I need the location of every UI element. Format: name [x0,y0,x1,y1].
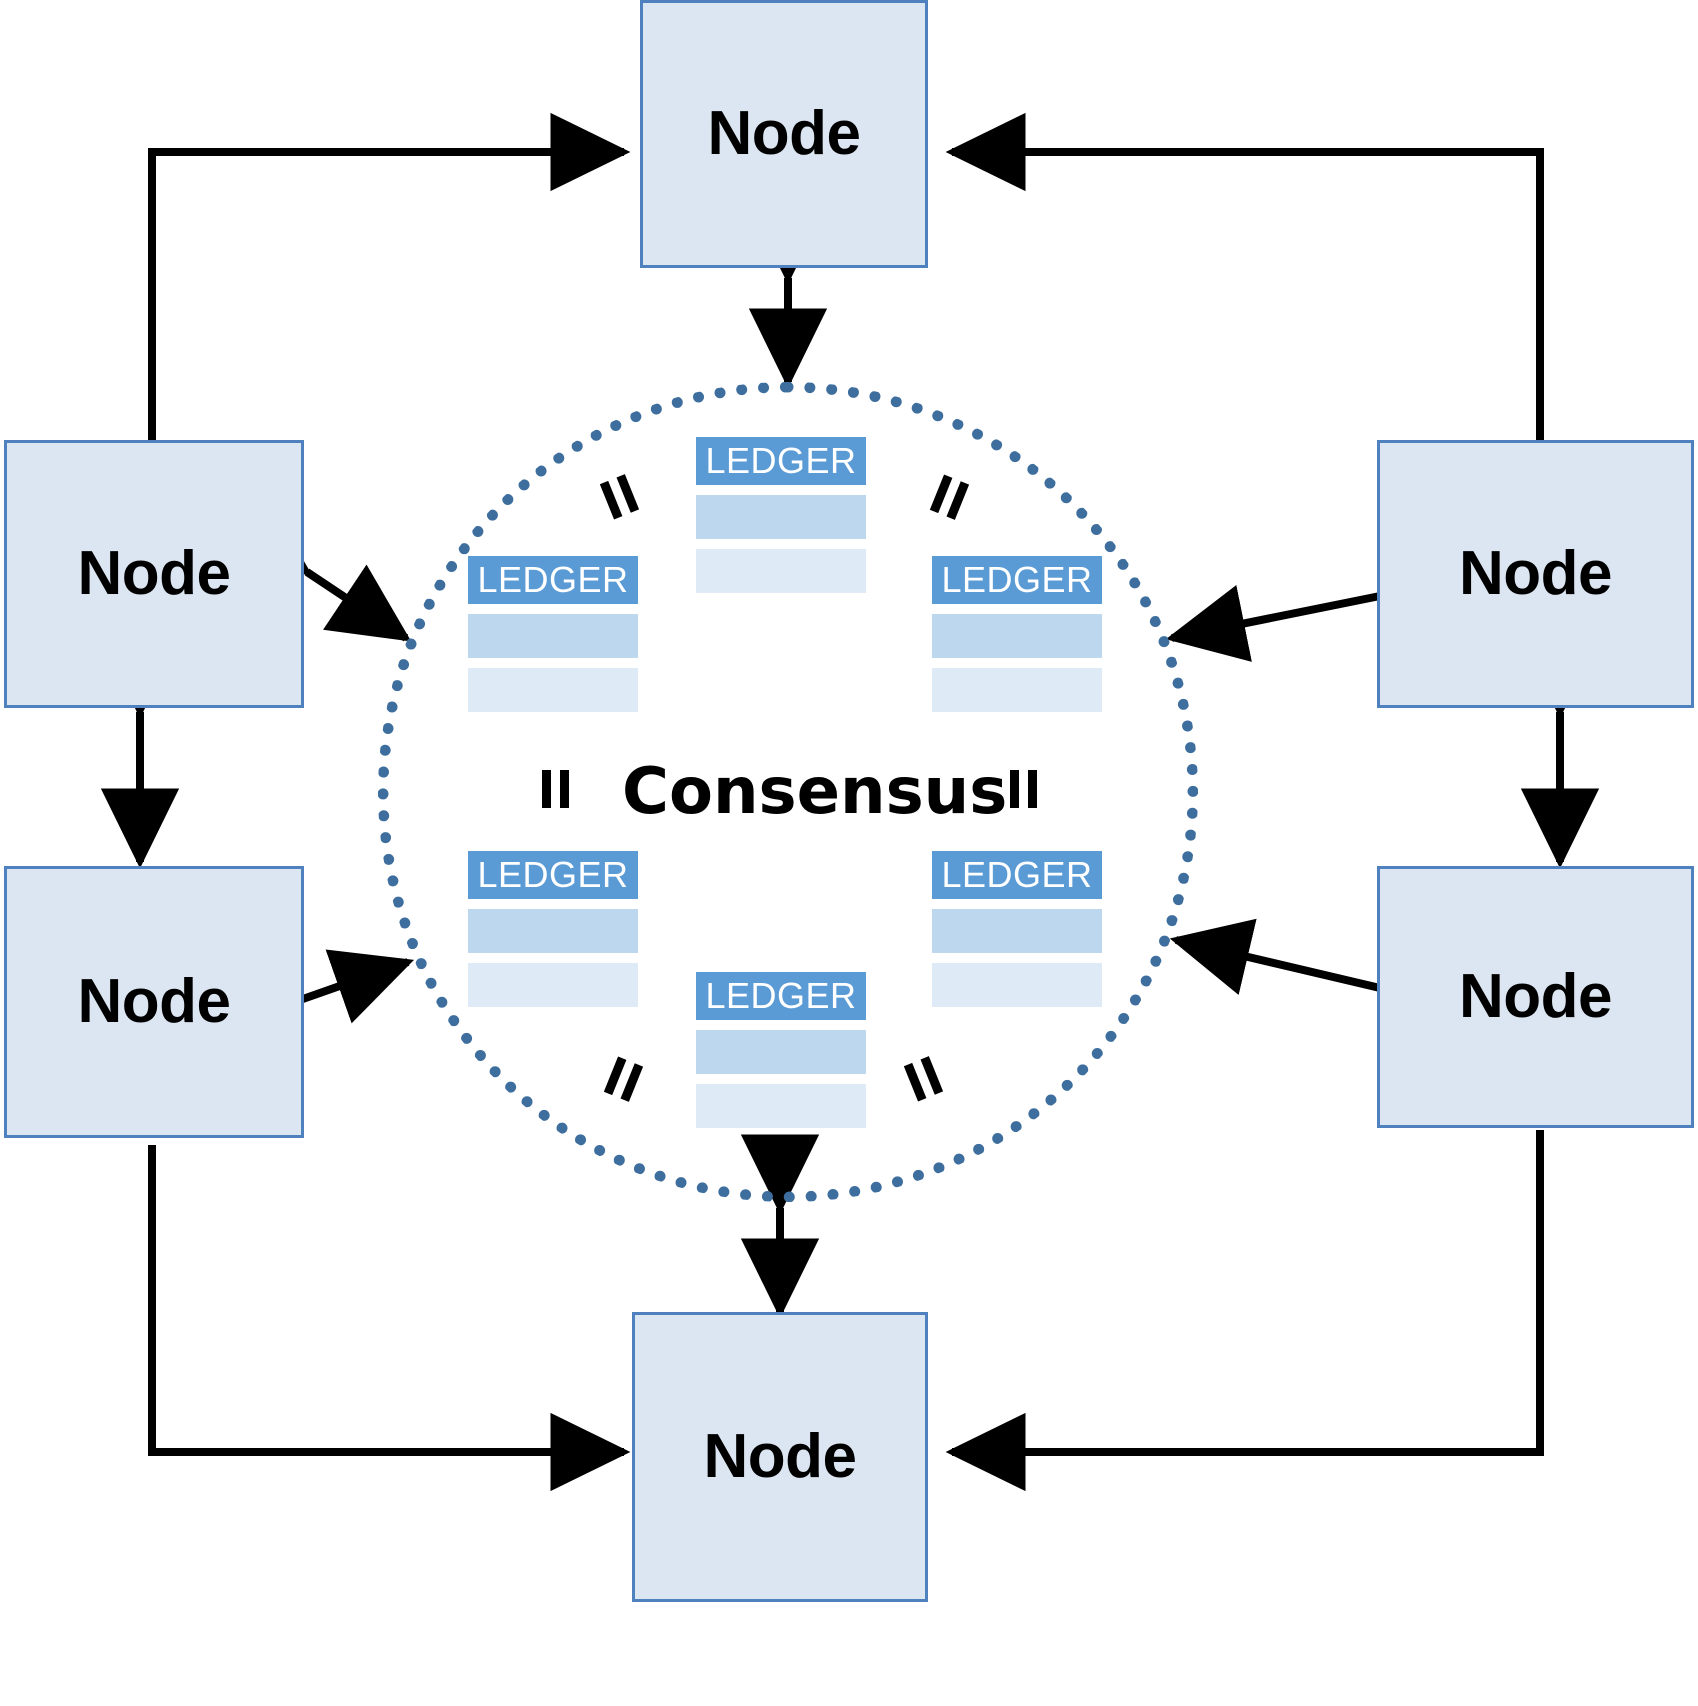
arrow-right-upper-to-top [945,112,1544,478]
ledger-header: LEDGER [696,437,866,485]
node-label: Node [1459,962,1613,1031]
node-right-lower[interactable]: Node [1377,866,1694,1128]
ledger-gap [932,658,1102,668]
arrow-left-upper-to-consensus [224,498,412,642]
ledger-row-2 [696,1084,866,1128]
ledger-header: LEDGER [468,556,638,604]
node-label: Node [77,967,232,1036]
ledger-gap [468,658,638,668]
consensus-circle [378,382,1198,1202]
ledger-row-1 [932,614,1102,658]
consensus-label: Consensus [622,755,1008,829]
ledger-row-2 [468,963,638,1007]
eq-mid-left-icon [538,770,572,808]
arrow-left-lower-to-bottom [148,1145,631,1492]
node-right-upper[interactable]: Node [1377,440,1694,708]
node-left-lower[interactable]: Node [4,866,304,1138]
ledger-row-2 [696,549,866,593]
ledger-header: LEDGER [932,851,1102,899]
ledger-row-1 [696,1030,866,1074]
ledger-row-2 [932,963,1102,1007]
ledger-lower-right[interactable]: LEDGER [932,851,1102,1007]
ledger-row-1 [468,909,638,953]
ledger-header: LEDGER [696,972,866,1020]
ledger-gap [932,953,1102,963]
ledger-bottom[interactable]: LEDGER [696,972,866,1128]
ledger-lower-left[interactable]: LEDGER [468,851,638,1007]
ledger-gap [932,604,1102,614]
ledger-row-2 [932,668,1102,712]
node-top[interactable]: Node [640,0,928,268]
arrow-left-upper-to-top [148,112,631,440]
ledger-row-1 [468,614,638,658]
ledger-top[interactable]: LEDGER [696,437,866,593]
ledger-row-1 [932,909,1102,953]
arrow-left-lower-to-consensus [217,949,415,1062]
ledger-row-1 [696,495,866,539]
ledger-gap [696,1020,866,1030]
node-label: Node [707,99,862,168]
node-label: Node [703,1422,858,1491]
ledger-gap [696,485,866,495]
eq-mid-right-icon [1006,770,1040,808]
node-bottom[interactable]: Node [632,1312,928,1602]
node-left-upper[interactable]: Node [4,440,304,708]
ledger-gap [696,539,866,549]
node-label: Node [77,539,232,608]
arrow-right-lower-to-consensus [1169,918,1461,1044]
ledger-upper-right[interactable]: LEDGER [932,556,1102,712]
arrow-right-lower-to-bottom [945,1130,1544,1492]
ledger-upper-left[interactable]: LEDGER [468,556,638,712]
ledger-gap [932,899,1102,909]
ledger-gap [468,604,638,614]
ledger-header: LEDGER [468,851,638,899]
ledger-header: LEDGER [932,556,1102,604]
ledger-gap [468,953,638,963]
node-label: Node [1459,539,1613,608]
ledger-row-2 [468,668,638,712]
arrow-right-upper-to-consensus [1165,543,1460,662]
ledger-gap [468,899,638,909]
ledger-gap [696,1074,866,1084]
